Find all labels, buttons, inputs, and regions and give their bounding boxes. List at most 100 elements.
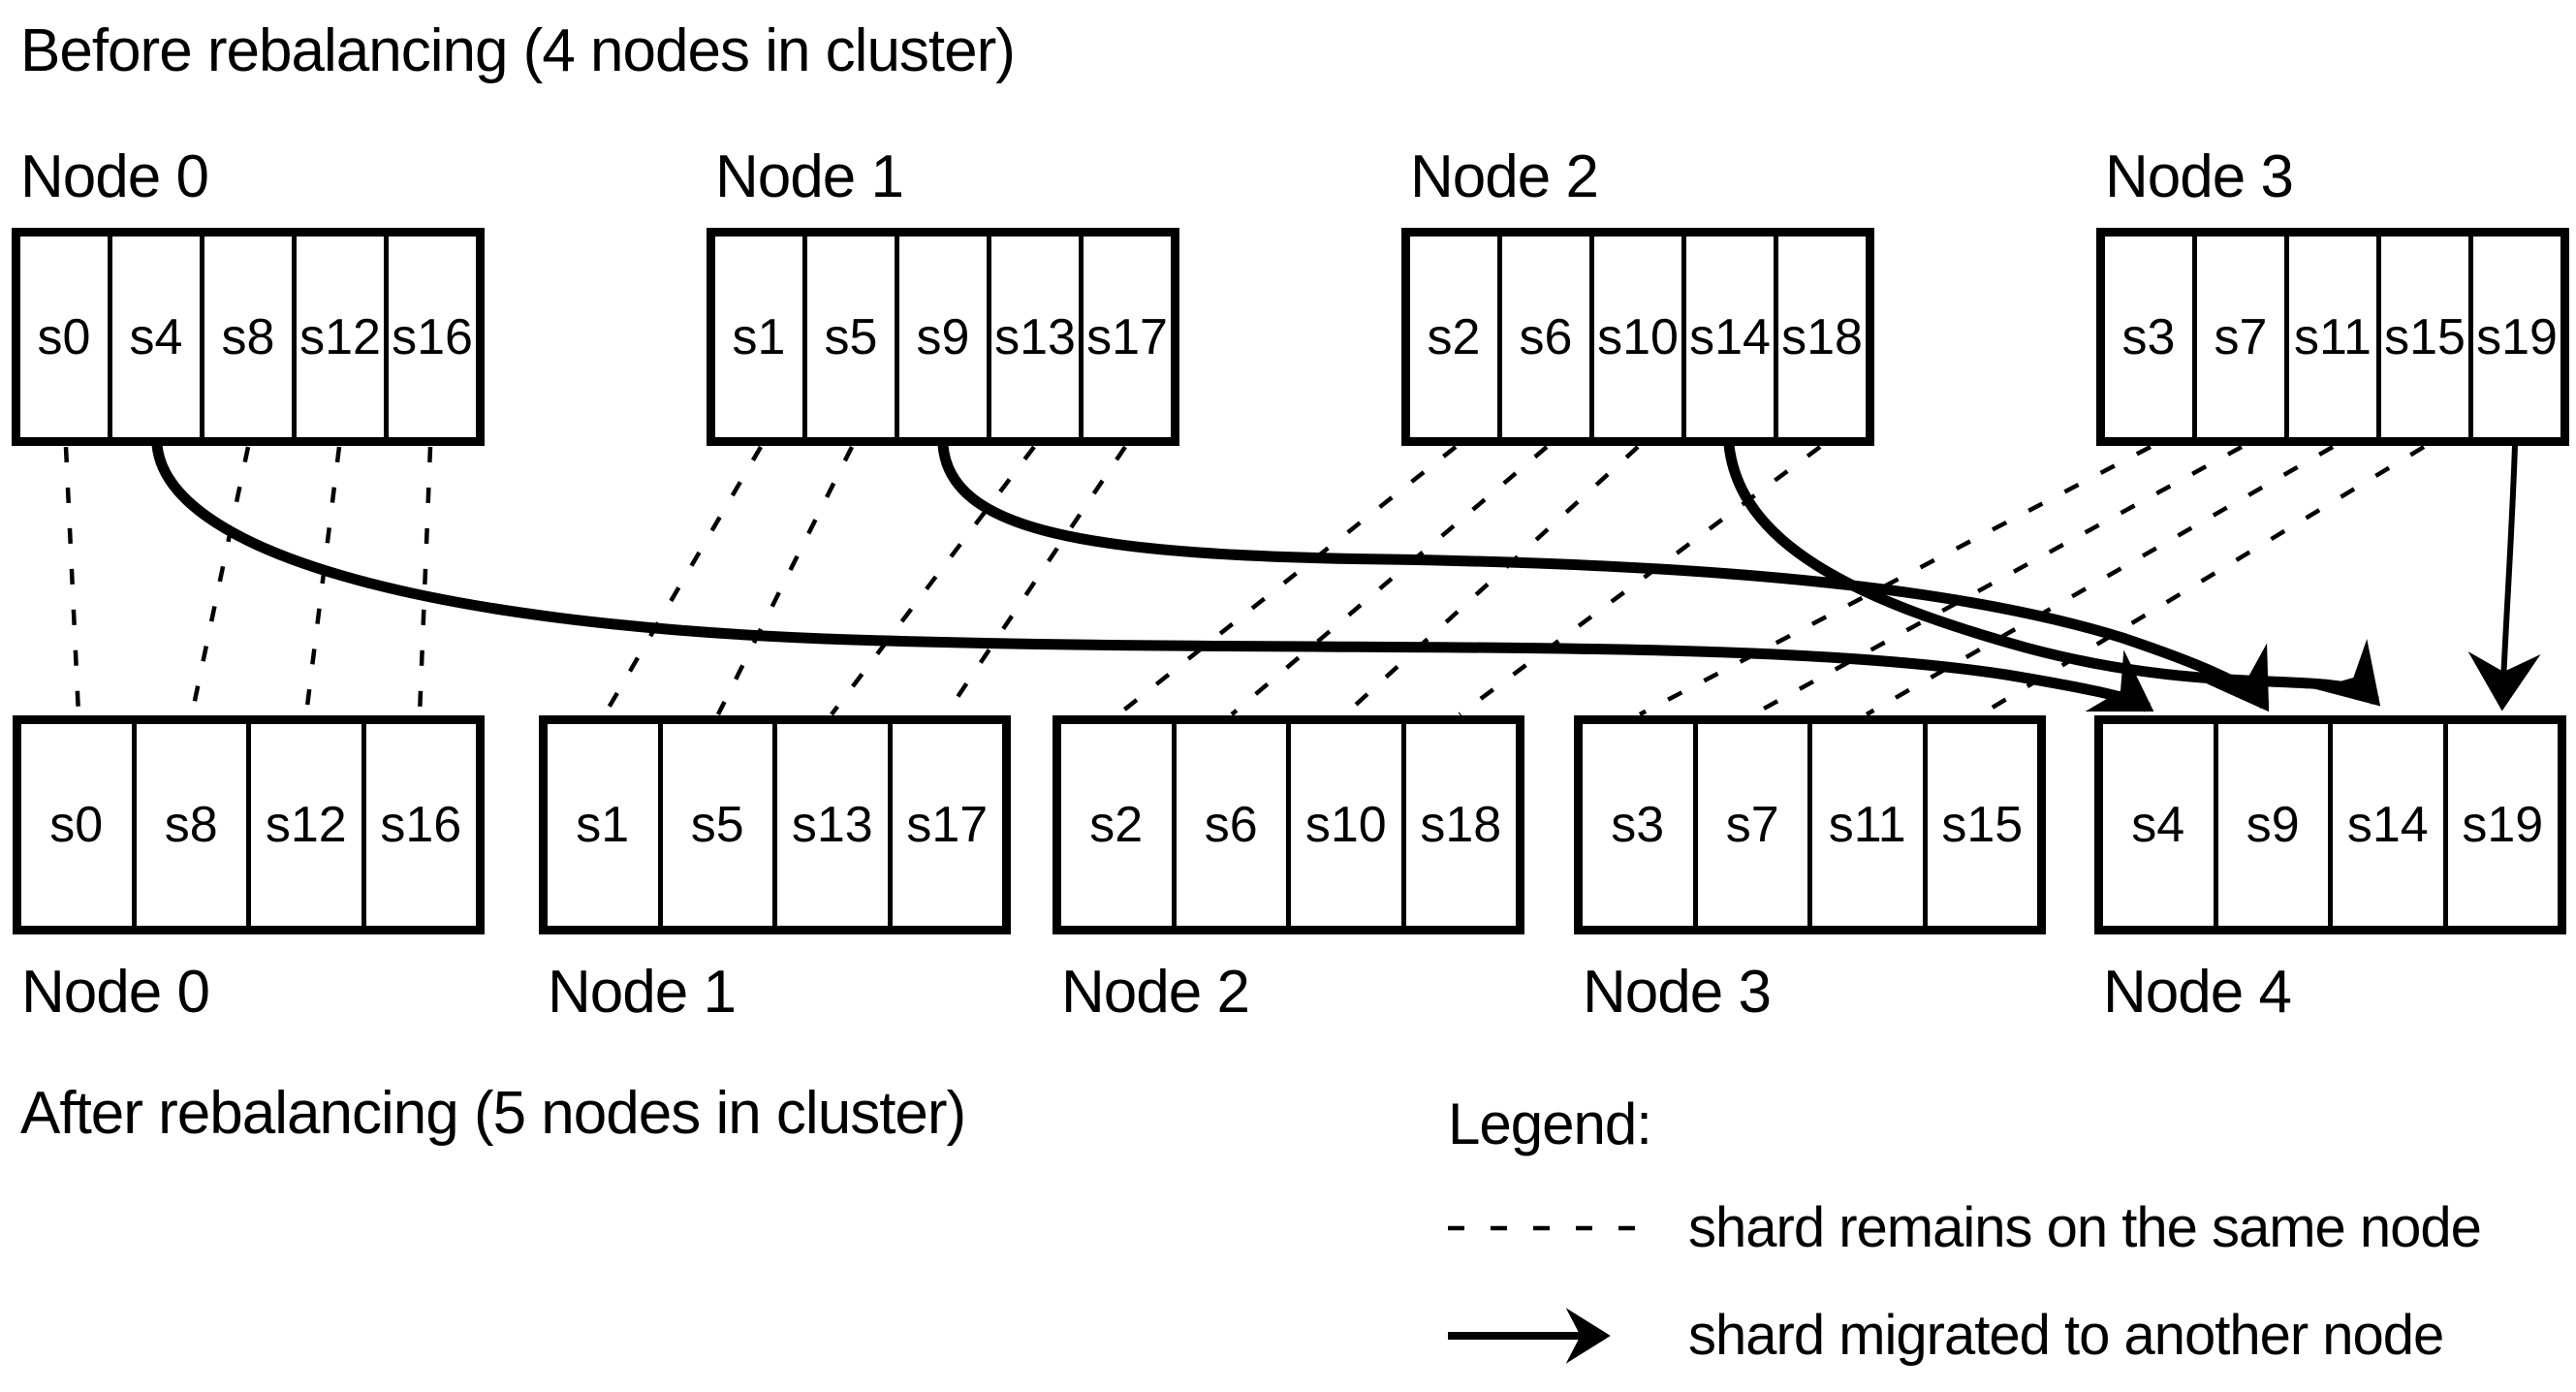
before-node-0-label: Node 0: [20, 143, 209, 210]
shard-label: s11: [1828, 797, 1906, 853]
dashed-connector-s13: [830, 445, 1036, 716]
shard-cell: s3: [2105, 237, 2197, 437]
shard-cell: s1: [715, 237, 807, 437]
dashed-connector-s7: [1751, 445, 2244, 716]
shard-cell: s12: [251, 724, 366, 926]
shard-cell: s13: [777, 724, 893, 926]
shard-label: s7: [2214, 308, 2268, 365]
shard-label: s8: [164, 797, 218, 853]
migration-arrow-s4: [151, 444, 2154, 712]
dashed-connector-s15: [1979, 445, 2426, 716]
shard-label: s16: [380, 797, 462, 853]
before-node-2-label: Node 2: [1410, 143, 1599, 210]
shard-cell: s4: [112, 237, 204, 437]
after-node-3-box: s3 s7 s11 s15: [1574, 715, 2046, 934]
shard-cell: s17: [893, 724, 1003, 926]
after-node-3-label: Node 3: [1583, 959, 1772, 1026]
shard-label: s3: [1611, 797, 1665, 853]
shard-label: s4: [2131, 797, 2185, 853]
shard-cell: s19: [2448, 724, 2559, 926]
after-node-4-box: s4 s9 s14 s19: [2094, 715, 2566, 934]
shard-label: s12: [265, 797, 347, 853]
shard-cell: s19: [2473, 237, 2560, 437]
shard-label: s0: [37, 308, 91, 365]
shard-label: s10: [1304, 797, 1387, 853]
shard-cell: s14: [2333, 724, 2448, 926]
after-title: After rebalancing (5 nodes in cluster): [20, 1080, 966, 1147]
migration-arrow-s9: [937, 444, 2270, 712]
shard-cell: s0: [21, 724, 137, 926]
shard-label: s2: [1089, 797, 1144, 853]
shard-label: s16: [392, 308, 473, 365]
dashed-connector-s1: [603, 445, 763, 716]
shard-cell: s6: [1177, 724, 1291, 926]
shard-label: s9: [916, 308, 970, 365]
shard-cell: s12: [297, 237, 389, 437]
migration-arrow-s19: [2467, 444, 2541, 712]
after-node-0-box: s0 s8 s12 s16: [13, 715, 485, 934]
before-title: Before rebalancing (4 nodes in cluster): [20, 17, 1016, 84]
dashed-connector-s12: [303, 446, 342, 715]
shard-label: s18: [1781, 308, 1863, 365]
shard-label: s2: [1427, 308, 1481, 365]
shard-cell: s5: [807, 237, 899, 437]
before-node-2-box: s2 s6 s10 s14 s18: [1401, 228, 1874, 446]
shard-cell: s8: [204, 237, 297, 437]
after-node-2-label: Node 2: [1061, 959, 1250, 1026]
shard-label: s15: [1941, 797, 2024, 853]
shard-cell: s13: [991, 237, 1084, 437]
shard-label: s6: [1204, 797, 1258, 853]
dashed-connector-s5: [715, 445, 855, 716]
shard-cell: s11: [1812, 724, 1928, 926]
shard-cell: s14: [1686, 237, 1778, 437]
shard-label: s6: [1519, 308, 1573, 365]
shard-label: s8: [221, 308, 275, 365]
shard-cell: s15: [2381, 237, 2473, 437]
shard-label: s0: [49, 797, 104, 853]
legend-item-remains-label: shard remains on the same node: [1688, 1196, 2482, 1259]
dashed-connector-s8: [189, 446, 251, 715]
shard-label: s17: [1086, 308, 1168, 365]
shard-cell: s18: [1778, 237, 1866, 437]
shard-cell: s0: [20, 237, 112, 437]
shard-label: s10: [1597, 308, 1679, 365]
dashed-connector-s0: [63, 446, 81, 715]
dashed-connector-s17: [944, 445, 1127, 716]
shard-cell: s11: [2289, 237, 2381, 437]
shard-label: s11: [2294, 308, 2372, 365]
shard-cell: s18: [1406, 724, 1517, 926]
shard-label: s14: [1689, 308, 1771, 365]
dashed-connector-s18: [1458, 445, 1822, 716]
before-node-3-box: s3 s7 s11 s15 s19: [2096, 228, 2569, 446]
after-node-0-label: Node 0: [21, 959, 210, 1026]
shard-label: s7: [1725, 797, 1779, 853]
shard-cell: s10: [1291, 724, 1406, 926]
before-node-3-label: Node 3: [2105, 143, 2294, 210]
shard-cell: s3: [1583, 724, 1698, 926]
shard-cell: s16: [389, 237, 476, 437]
migration-arrow-s14: [1723, 444, 2381, 707]
shard-cell: s10: [1594, 237, 1686, 437]
shard-cell: s17: [1084, 237, 1171, 437]
shard-cell: s9: [2218, 724, 2333, 926]
shard-cell: s1: [548, 724, 663, 926]
shard-label: s15: [2384, 308, 2466, 365]
shard-label: s1: [732, 308, 786, 365]
shard-label: s5: [824, 308, 878, 365]
shard-cell: s9: [899, 237, 991, 437]
shard-label: s13: [791, 797, 873, 853]
shard-label: s17: [906, 797, 989, 853]
before-node-0-box: s0 s4 s8 s12 s16: [12, 228, 485, 446]
shard-cell: s2: [1410, 237, 1502, 437]
shard-label: s3: [2121, 308, 2176, 365]
shard-cell: s7: [2197, 237, 2289, 437]
legend-title: Legend:: [1448, 1091, 1652, 1156]
shard-label: s9: [2246, 797, 2300, 853]
shard-cell: s15: [1928, 724, 2038, 926]
dashed-connector-s10: [1343, 445, 1640, 716]
shard-cell: s4: [2103, 724, 2218, 926]
shard-label: s19: [2476, 308, 2558, 365]
shard-label: s1: [576, 797, 630, 853]
dashed-connector-s6: [1230, 445, 1549, 716]
